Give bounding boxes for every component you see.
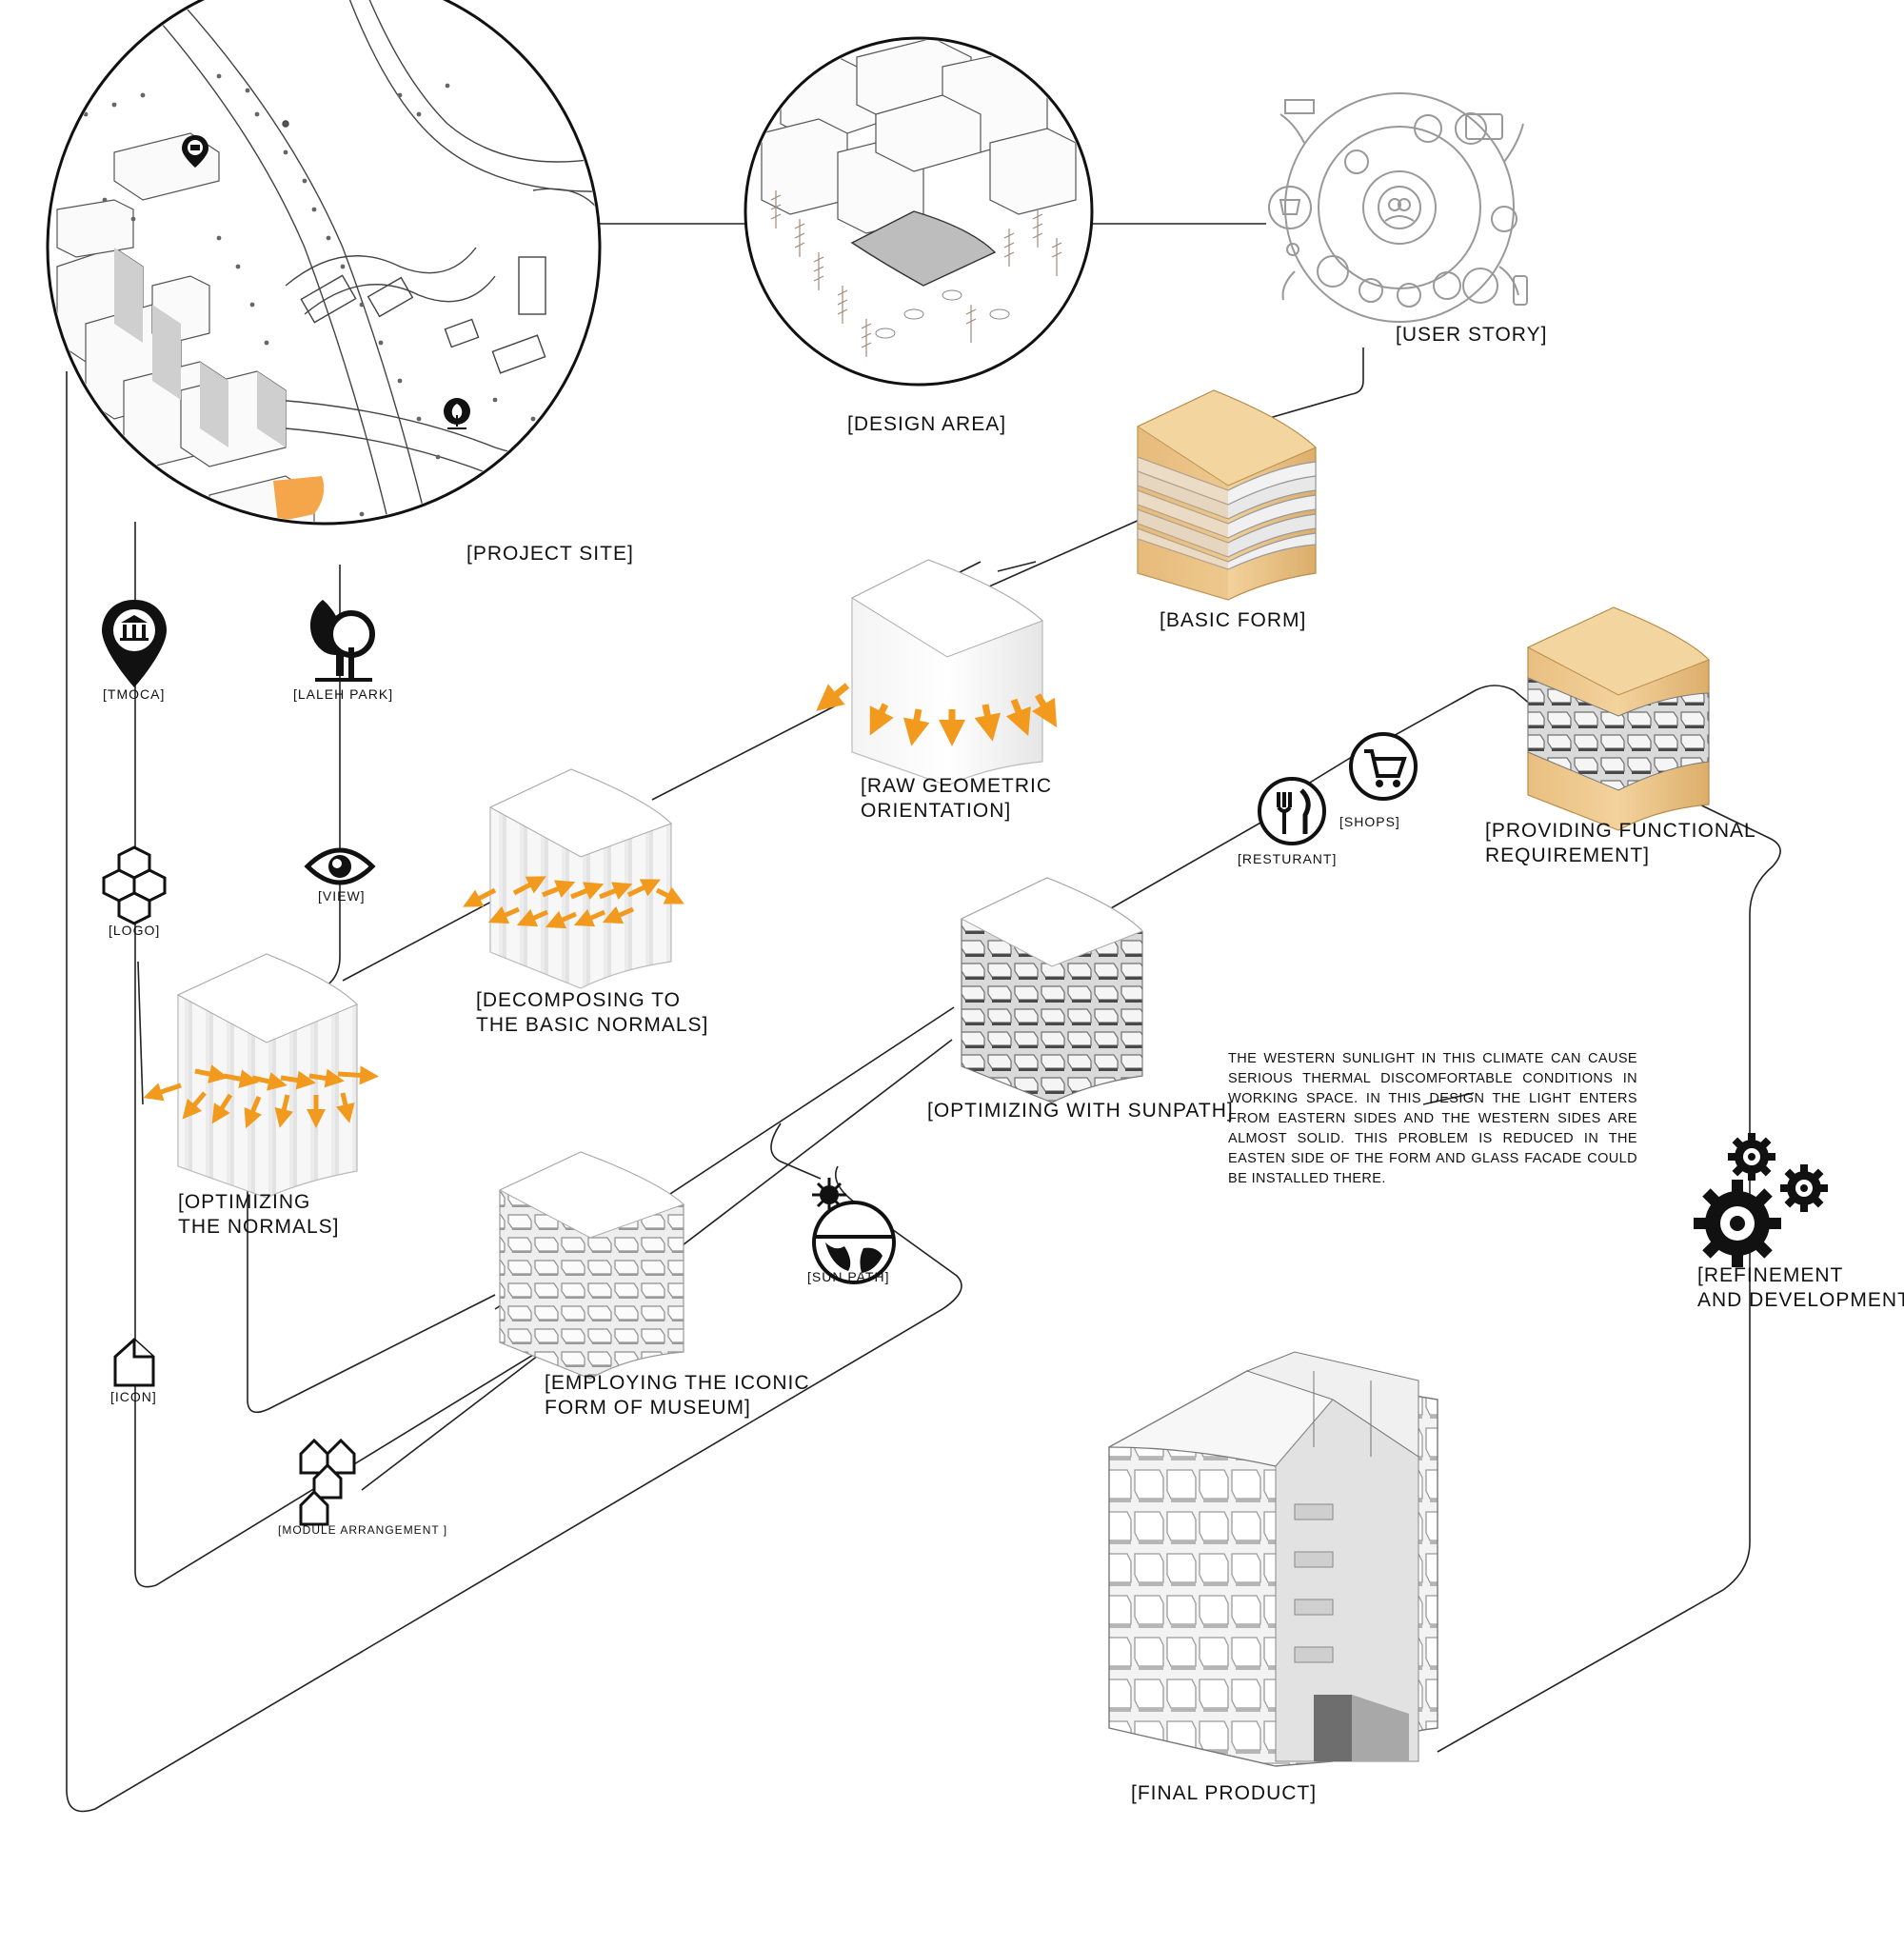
cart-icon [1349, 732, 1418, 801]
basic-form-model [1136, 389, 1317, 601]
eye-icon [304, 847, 376, 885]
design-area-map [744, 36, 1094, 387]
sun-globe-icon [812, 1178, 896, 1284]
gears-icon [1694, 1133, 1828, 1267]
project-site-map [46, 0, 602, 526]
label-tmoca: [TMOCA] [103, 686, 166, 702]
park-tree-icon [309, 600, 375, 682]
label-user-story: [USER STORY] [1396, 324, 1548, 346]
label-icon: [ICON] [110, 1389, 157, 1404]
label-module-arrangement: [MODULE ARRANGEMENT ] [278, 1523, 448, 1537]
iconic-form-model [498, 1151, 684, 1380]
label-functional: [PROVIDING FUNCTIONAL REQUIREMENT] [1485, 820, 1756, 866]
user-story-network-icon [1268, 92, 1528, 323]
sunpath-model [960, 877, 1143, 1103]
label-final-product: [FINAL PRODUCT] [1131, 1782, 1318, 1804]
label-view: [VIEW] [318, 888, 366, 904]
label-logo: [LOGO] [109, 923, 161, 938]
label-shops: [SHOPS] [1339, 814, 1400, 829]
decomposing-model [463, 768, 684, 989]
label-refinement: [REFINEMENT AND DEVELOPMENT] [1697, 1264, 1904, 1311]
final-product-model [1108, 1351, 1438, 1767]
sunlight-description: THE WESTERN SUNLIGHT IN THIS CLIMATE CAN… [1228, 1051, 1637, 1186]
logo-cubes-icon [102, 845, 167, 925]
functional-model [1526, 606, 1710, 831]
label-iconic-form: [EMPLOYING THE ICONIC FORM OF MUSEUM] [545, 1372, 810, 1419]
label-optimizing-sunpath: [OPTIMIZING WITH SUNPATH] [927, 1100, 1234, 1122]
label-raw-orientation: [RAW GEOMETRIC ORIENTATION] [861, 775, 1053, 822]
restaurant-icon [1258, 777, 1326, 845]
label-decomposing: [DECOMPOSING TO THE BASIC NORMALS] [476, 989, 709, 1036]
tmoca-icon [102, 600, 167, 687]
label-design-area: [DESIGN AREA] [847, 413, 1007, 435]
label-resturant: [RESTURANT] [1238, 851, 1338, 866]
module-houses-icon [299, 1438, 356, 1526]
raw-orientation-model [816, 559, 1058, 786]
park-pin-icon [444, 398, 470, 429]
label-project-site: [PROJECT SITE] [466, 543, 634, 565]
site-highlight [273, 476, 325, 522]
optimizing-normals-model [143, 953, 379, 1199]
label-basic-form: [BASIC FORM] [1160, 609, 1307, 631]
label-optimizing-normals: [OPTIMIZING THE NORMALS] [178, 1191, 340, 1238]
house-icon [113, 1337, 155, 1387]
museum-pin-icon [182, 135, 208, 168]
label-sun-path: [SUN PATH] [807, 1269, 890, 1284]
label-laleh-park: [LALEH PARK] [293, 686, 394, 702]
